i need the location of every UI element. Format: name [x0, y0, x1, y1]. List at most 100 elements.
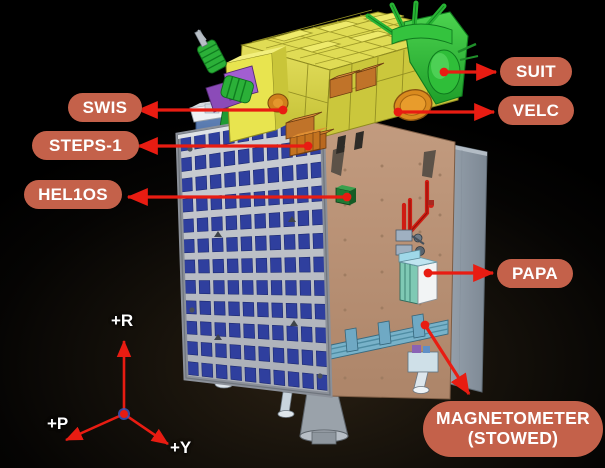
solar-cell [254, 213, 267, 229]
leader-lines [126, 63, 498, 396]
solar-cell [244, 366, 257, 383]
solar-cell [230, 365, 242, 381]
callout-velc[interactable]: VELC [498, 96, 574, 125]
papa-leader-anchor-dot [423, 268, 433, 278]
solar-cell [270, 280, 283, 296]
suit-leader-anchor-dot [439, 67, 449, 77]
callout-magnetometer[interactable]: MAGNETOMETER (STOWED) [423, 401, 603, 457]
steps1-leader-anchor-dot [303, 141, 313, 151]
solar-cell [224, 172, 236, 188]
solar-cell [311, 209, 324, 226]
solar-cell [296, 186, 309, 204]
solar-cell [241, 258, 254, 273]
solar-cell [239, 192, 252, 208]
callout-papa[interactable]: PAPA [497, 259, 573, 288]
solar-cell [213, 301, 226, 316]
solar-cell [196, 217, 209, 232]
solar-cell [211, 216, 223, 232]
solar-cell [195, 175, 208, 191]
solar-cell [199, 300, 212, 316]
solar-cell [256, 302, 269, 318]
equipment-cluster [407, 345, 439, 394]
solar-cell [226, 236, 238, 252]
solar-cell [285, 302, 298, 319]
suit-instrument [365, 0, 479, 105]
solar-cell [240, 236, 253, 252]
solar-cell [314, 303, 327, 320]
solar-cell [254, 235, 267, 251]
radiator-panel [445, 143, 488, 393]
solar-cell [302, 372, 314, 390]
solar-cell [239, 214, 252, 230]
solar-cell [312, 232, 325, 249]
spacecraft-body [321, 109, 456, 400]
solar-cell [243, 345, 256, 361]
magnetometer-leader [423, 324, 471, 396]
solar-cell [181, 197, 194, 213]
solar-cell [297, 210, 310, 227]
callout-hel1os[interactable]: HEL1OS [24, 180, 122, 209]
velc-leader-anchor-dot [393, 107, 403, 117]
solar-cell [180, 156, 193, 172]
solar-cell [257, 324, 270, 340]
solar-cell [299, 280, 312, 296]
solar-cell [269, 234, 282, 251]
solar-cell [184, 280, 197, 294]
thruster-assembly [299, 385, 349, 445]
magnetometer-boom-stowed [330, 313, 449, 360]
solar-cell [225, 215, 238, 231]
solar-cell [238, 170, 251, 187]
solar-cell [301, 349, 314, 366]
payload-deck [194, 0, 479, 157]
solar-cell [197, 238, 210, 253]
swis-leader-anchor-dot [278, 105, 288, 115]
solar-cell [194, 154, 207, 171]
solar-cell [209, 152, 221, 169]
callout-suit[interactable]: SUIT [500, 57, 572, 86]
solar-cell [286, 325, 299, 342]
solar-cell [185, 320, 198, 335]
solar-cell [215, 343, 227, 359]
axis-label-plus-y: +Y [170, 438, 192, 457]
solar-cell [281, 165, 294, 182]
callout-steps-1[interactable]: STEPS-1 [32, 131, 139, 160]
solar-cell [183, 259, 196, 274]
solar-cell [214, 322, 227, 337]
solar-cell [243, 323, 256, 339]
callout-swis[interactable]: SWIS [68, 93, 142, 122]
solar-cell [180, 177, 193, 193]
solar-cell [315, 350, 328, 368]
solar-cell [271, 302, 284, 318]
solar-cell [211, 237, 224, 253]
solar-cell [267, 166, 280, 184]
solar-cell [253, 190, 266, 207]
solar-cell [311, 185, 324, 203]
solar-cell [270, 257, 282, 273]
solar-cell [283, 211, 295, 228]
solar-cell [201, 362, 214, 378]
solar-cell [198, 280, 211, 295]
solar-cell [198, 259, 210, 274]
solar-cell [200, 321, 212, 336]
solar-cell [255, 257, 268, 273]
solar-cell [258, 346, 271, 362]
solar-cell [209, 173, 222, 190]
solar-cell [186, 361, 199, 377]
hel1os-leader-anchor-dot [342, 192, 352, 202]
solar-cell [268, 212, 281, 228]
solar-cell [287, 371, 300, 388]
solar-cell [212, 258, 225, 274]
solar-cell [226, 258, 239, 274]
solar-cell [196, 196, 208, 212]
solar-cell [229, 344, 242, 360]
axis-triad [65, 339, 169, 446]
solar-cell [223, 150, 236, 167]
solar-cell [241, 280, 254, 295]
swis-instrument [194, 29, 259, 113]
solar-cell [228, 322, 241, 338]
solar-cell [283, 234, 296, 250]
solar-cell [252, 146, 265, 163]
solar-cell [227, 280, 240, 295]
